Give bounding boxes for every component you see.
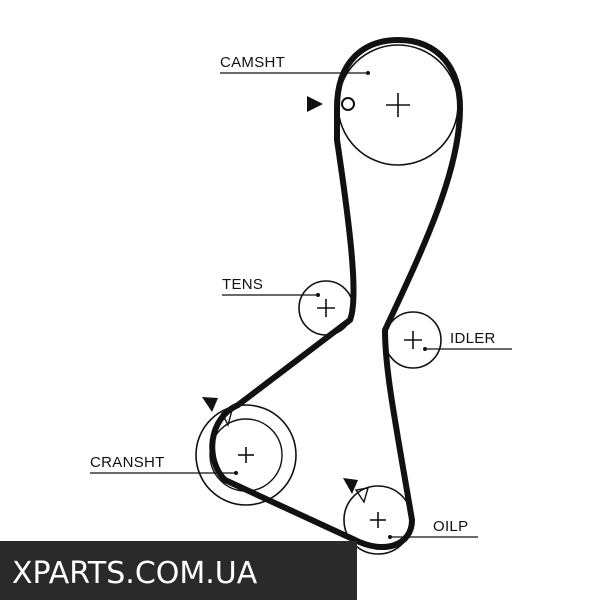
oil-pump-pulley (343, 478, 413, 555)
label-oil-pump: OILP (433, 518, 468, 535)
watermark-background (0, 541, 357, 600)
label-camshaft: CAMSHT (220, 54, 285, 71)
crankshaft-timing-arrow-icon (202, 397, 218, 412)
idler-pulley (384, 311, 442, 369)
oil-pump-timing-notch (354, 487, 369, 504)
label-tensioner: TENS (222, 276, 263, 293)
camshaft-pulley (307, 44, 459, 166)
label-idler: IDLER (450, 330, 496, 347)
watermark: XPARTS.COM.UA (0, 541, 357, 600)
timing-belt (209, 37, 463, 551)
leader-lines (90, 71, 512, 539)
label-crankshaft: CRANSHT (90, 454, 165, 471)
camshaft-timing-arrow-icon (307, 96, 323, 112)
camshaft-timing-hole (341, 97, 355, 111)
oil-pump-timing-arrow-icon (343, 478, 358, 494)
watermark-text: XPARTS.COM.UA (12, 556, 258, 591)
